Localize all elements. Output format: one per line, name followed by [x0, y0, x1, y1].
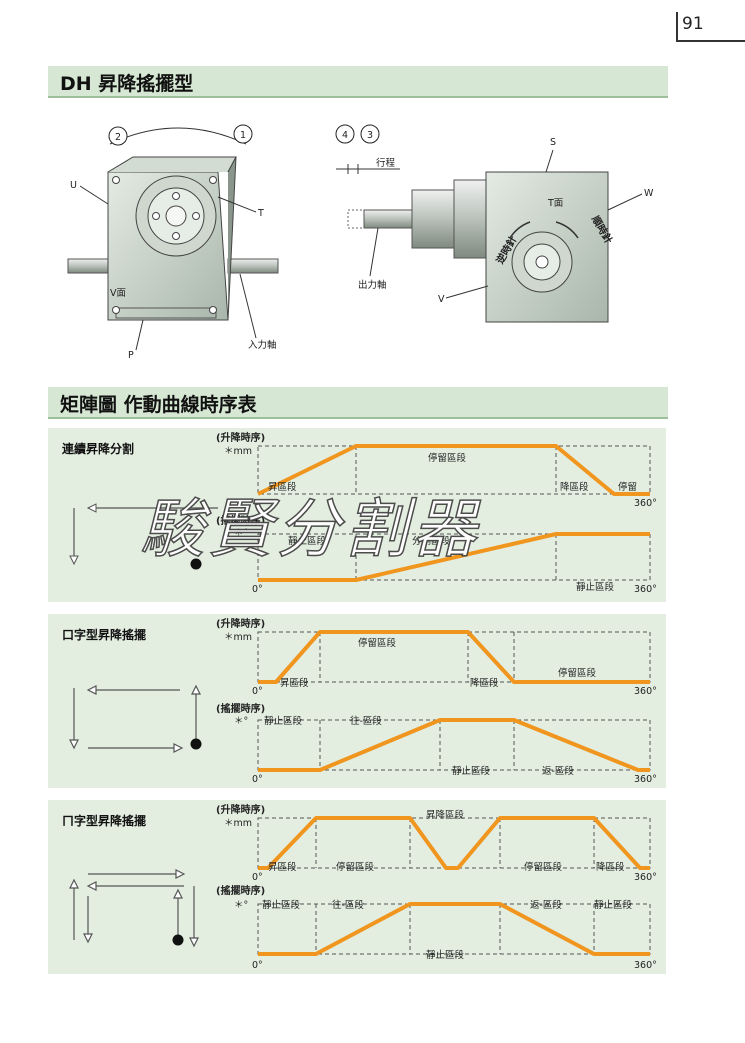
panel-square: 口字型昇降搖擺 (升降時序) ＊mm (搖擺時序) ＊° 停留區段 昇區段 降區… — [48, 614, 666, 788]
page-number-bar — [676, 12, 678, 42]
lift-title: (升降時序) — [216, 617, 265, 630]
label-back: 返-區段 — [542, 765, 574, 777]
label-go: 往-區段 — [350, 715, 382, 727]
panel-title-square: 口字型昇降搖擺 — [62, 628, 147, 642]
lift-title: (升降時序) — [216, 431, 265, 444]
label-stop-2: 靜止區段 — [426, 949, 465, 961]
label-input-shaft: 入力軸 — [248, 339, 277, 351]
label-index: 分割區段 — [412, 535, 451, 547]
deg-360-lift: 360° — [634, 498, 657, 509]
page-number-rule — [676, 40, 745, 42]
label-dwell: 停留區段 — [428, 452, 467, 464]
swing-unit: ＊° — [234, 716, 248, 727]
label-back: 返-區段 — [530, 899, 562, 911]
motion-point — [172, 934, 184, 946]
label-v: V — [438, 294, 445, 305]
lift-curve — [257, 444, 650, 496]
swing-title: (搖擺時序) — [216, 884, 265, 897]
section-title-timing: 矩陣圖 作動曲線時序表 — [60, 394, 257, 416]
label-stop-1: 靜止區段 — [264, 715, 303, 727]
label-stop-end: 靜止區段 — [576, 581, 615, 593]
swing-curve — [258, 532, 650, 582]
label-lower: 降區段 — [560, 481, 589, 493]
label-t-face: T面 — [547, 198, 563, 209]
circle-label-1: 1 — [240, 130, 246, 141]
section-title-dh: DH 昇降搖擺型 — [60, 73, 194, 95]
label-stop-3: 靜止區段 — [594, 899, 633, 911]
label-output-shaft: 出力軸 — [358, 279, 387, 291]
circle-label-3: 3 — [367, 130, 373, 141]
lift-unit: ＊mm — [224, 632, 252, 643]
label-dwell-2: 停留區段 — [558, 667, 597, 679]
label-p: P — [128, 350, 134, 361]
lift-curve — [258, 630, 650, 684]
panel-title-n-shape: ㄇ字型昇降搖擺 — [62, 814, 147, 828]
swing-curve — [258, 902, 650, 956]
label-w: W — [644, 188, 654, 199]
label-stop-1: 靜止區段 — [262, 899, 301, 911]
circle-label-2: 2 — [115, 132, 121, 143]
label-stop: 靜止區段 — [288, 535, 327, 547]
lift-unit: ＊mm — [224, 818, 252, 829]
lift-curve — [258, 816, 650, 870]
label-dwell-1: 停留區段 — [336, 861, 375, 873]
swing-unit: ＊° — [234, 900, 248, 911]
label-go: 往-區段 — [332, 899, 364, 911]
lift-unit: ＊mm — [224, 446, 252, 457]
deg-0-lift: 0° — [252, 686, 263, 697]
section-header-dh: DH 昇降搖擺型 — [48, 66, 668, 98]
swing-title: (搖擺時序) — [216, 702, 265, 715]
label-u: U — [70, 180, 77, 191]
label-v-face: V面 — [110, 288, 126, 299]
swing-unit: ＊° — [234, 528, 248, 539]
label-dwell-2: 停留區段 — [524, 861, 563, 873]
label-lower: 降區段 — [470, 677, 499, 689]
panel-continuous-diagram: (升降時序) ＊mm (搖擺時序) ＊° 停留區段 昇區段 降區段 停留 分割區… — [69, 431, 657, 595]
deg-360-lift: 360° — [634, 686, 657, 697]
label-lift-lower: 昇降區段 — [426, 809, 465, 821]
deg-0-swing: 0° — [252, 584, 263, 595]
deg-360-swing: 360° — [634, 774, 657, 785]
technical-drawings: 2 1 U T V面 P 入力軸 4 3 行程 — [67, 124, 654, 361]
label-lower: 降區段 — [596, 861, 625, 873]
deg-360-swing: 360° — [634, 960, 657, 971]
deg-0-swing: 0° — [252, 960, 263, 971]
deg-360-lift: 360° — [634, 872, 657, 883]
label-t: T — [257, 208, 264, 219]
motion-point — [190, 558, 202, 570]
watermark-text: 駿賢分割器 — [139, 492, 480, 568]
label-dwell-short: 停留 — [618, 481, 637, 493]
label-dwell-1: 停留區段 — [358, 637, 397, 649]
panel-n-shape: ㄇ字型昇降搖擺 (升降時序) ＊mm (搖擺時序) ＊° 昇降區段 昇區段 停留… — [48, 800, 666, 974]
right-drawing: 4 3 行程 S W T面 逆時針 順時針 出力軸 V — [335, 124, 654, 323]
panel-continuous: 連續昇降分割 (升降時序) ＊mm (搖擺時序) ＊° 停留區段 昇區段 降區段… — [48, 428, 666, 602]
label-lift: 昇區段 — [268, 861, 297, 873]
deg-0-swing: 0° — [252, 774, 263, 785]
label-lift: 昇區段 — [268, 481, 297, 493]
panel-n-shape-diagram: (升降時序) ＊mm (搖擺時序) ＊° 昇降區段 昇區段 停留區段 停留區段 … — [69, 803, 657, 971]
label-stop-2: 靜止區段 — [452, 765, 491, 777]
deg-360-swing: 360° — [634, 584, 657, 595]
section-header-timing: 矩陣圖 作動曲線時序表 — [48, 387, 668, 419]
page-number: 91 — [682, 14, 704, 34]
swing-curve — [258, 718, 650, 772]
label-s: S — [550, 137, 556, 148]
motion-point — [190, 738, 202, 750]
left-drawing: 2 1 U T V面 P 入力軸 — [67, 124, 279, 361]
label-stroke: 行程 — [376, 157, 396, 169]
deg-0-lift: 0° — [252, 872, 263, 883]
lift-title: (升降時序) — [216, 803, 265, 816]
panel-square-diagram: (升降時序) ＊mm (搖擺時序) ＊° 停留區段 昇區段 降區段 停留區段 靜… — [69, 617, 657, 785]
label-lift: 昇區段 — [280, 677, 309, 689]
panel-title-continuous: 連續昇降分割 — [62, 442, 135, 456]
swing-title: (搖擺時序) — [216, 514, 265, 527]
circle-label-4: 4 — [342, 130, 348, 141]
